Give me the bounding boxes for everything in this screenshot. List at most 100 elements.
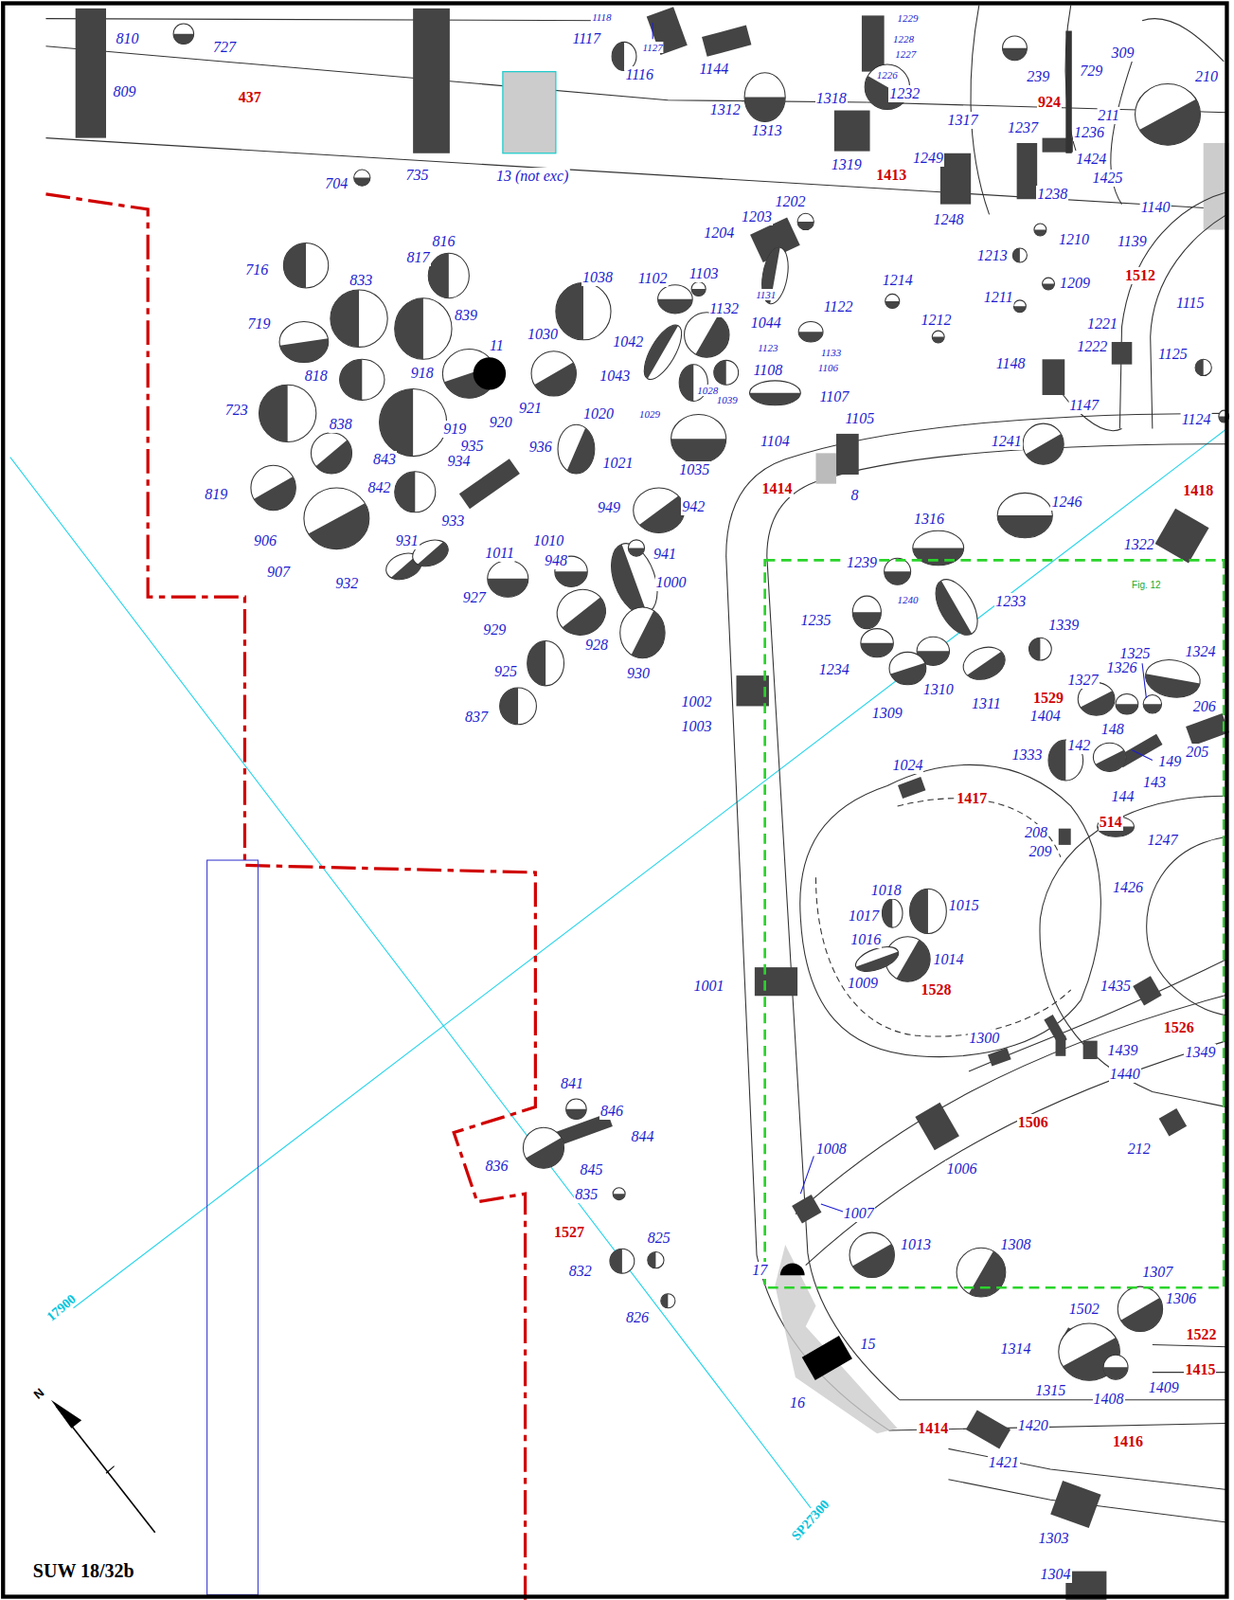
- feature-number: 1310: [922, 680, 955, 698]
- posthole-section: [354, 178, 371, 187]
- posthole: [1103, 1354, 1128, 1379]
- feature-number: 934: [447, 452, 472, 470]
- feature-number: 1104: [759, 432, 791, 450]
- feature-number: 837: [464, 708, 489, 726]
- posthole: [531, 351, 576, 396]
- feature-number: 810: [115, 30, 141, 48]
- posthole-outline: [956, 1247, 1006, 1297]
- posthole: [798, 321, 823, 342]
- feature-number: 1240: [895, 593, 919, 606]
- posthole-outline: [637, 319, 690, 385]
- posthole: [749, 380, 801, 406]
- feature-number: 1000: [655, 573, 688, 591]
- posthole-outline: [500, 687, 537, 725]
- posthole-outline: [997, 492, 1053, 537]
- excavation-limit: [45, 194, 536, 1600]
- posthole: [173, 23, 195, 45]
- feature-number: 1024: [891, 756, 924, 774]
- feature-number: 205: [1184, 743, 1210, 761]
- posthole-outline: [927, 572, 986, 642]
- posthole-section: [1012, 248, 1020, 263]
- feature-number: 1006: [945, 1160, 978, 1178]
- feature-number: 948: [543, 552, 569, 570]
- posthole-outline: [487, 559, 529, 597]
- feature-number: 1221: [1086, 315, 1119, 333]
- feature-number: 818: [304, 367, 329, 385]
- posthole-section: [609, 1248, 623, 1273]
- figure-ref: Fig. 12: [1130, 579, 1163, 591]
- feature-number: 1017: [847, 907, 880, 925]
- feature-number: 1319: [830, 156, 863, 174]
- feature-number: 1349: [1183, 1043, 1217, 1061]
- feature-number: 1420: [1017, 1416, 1050, 1434]
- posthole-section: [647, 1251, 657, 1269]
- postholes: [173, 23, 1230, 1380]
- posthole: [684, 312, 730, 358]
- posthole-outline: [1115, 694, 1139, 716]
- posthole: [956, 1247, 1006, 1297]
- posthole-section: [1029, 637, 1041, 661]
- posthole-section: [525, 1137, 564, 1168]
- posthole-outline: [671, 413, 727, 464]
- group-number: 1506: [1017, 1113, 1050, 1131]
- posthole: [884, 557, 912, 585]
- feature-number: 1203: [740, 208, 773, 226]
- feature-number: 927: [462, 589, 487, 607]
- feature-number: 1222: [1075, 338, 1109, 356]
- feature-number: 1236: [1073, 124, 1106, 142]
- posthole-outline: [1012, 248, 1027, 263]
- feature-number: 1209: [1058, 274, 1091, 292]
- posthole: [881, 898, 903, 928]
- posthole-section: [1013, 305, 1026, 312]
- feature-number: 704: [323, 175, 349, 193]
- posthole-outline: [428, 252, 469, 298]
- posthole-section: [1025, 433, 1064, 465]
- posthole-section: [567, 428, 595, 474]
- posthole: [997, 492, 1053, 537]
- posthole-outline: [1103, 1354, 1128, 1379]
- feature-number: 11: [488, 337, 505, 355]
- feature-number: 1502: [1068, 1300, 1101, 1318]
- posthole-outline: [885, 293, 900, 308]
- posthole-section: [714, 359, 727, 385]
- posthole: [620, 607, 665, 659]
- feature-number: 842: [367, 479, 393, 497]
- feature-number: 1241: [990, 432, 1023, 450]
- posthole: [714, 359, 739, 385]
- posthole-section: [890, 662, 927, 685]
- feature-number: 1108: [751, 361, 784, 379]
- feature-number: 1421: [987, 1453, 1020, 1471]
- feature-number: 1042: [611, 333, 644, 351]
- posthole-outline: [1135, 84, 1201, 146]
- feature-number: 1408: [1092, 1390, 1126, 1408]
- posthole: [889, 651, 927, 684]
- feature-number: 1144: [697, 60, 730, 78]
- grid-label: SP27300: [787, 1495, 834, 1543]
- feature-number: 1043: [598, 367, 631, 385]
- posthole-outline: [849, 1232, 895, 1277]
- posthole: [1042, 277, 1056, 290]
- group-number: 514: [1098, 813, 1124, 831]
- feature-number: 919: [442, 420, 467, 438]
- feature-number: 1132: [708, 300, 740, 318]
- posthole-section: [1115, 703, 1139, 715]
- posthole-outline: [714, 359, 739, 385]
- feature-number: 1106: [817, 361, 840, 374]
- feature-number: 13 (not exc): [495, 167, 570, 185]
- posthole-section: [283, 243, 306, 288]
- feature-number: 727: [212, 38, 237, 56]
- posthole-section: [308, 502, 370, 549]
- posthole: [797, 213, 814, 230]
- feature-number: 929: [482, 621, 507, 639]
- feature-number: 932: [334, 574, 359, 592]
- posthole: [310, 432, 352, 474]
- group-number: 1526: [1162, 1019, 1196, 1037]
- posthole-section: [554, 571, 588, 587]
- posthole: [661, 1293, 676, 1308]
- feature-number: 1124: [1180, 411, 1213, 429]
- feature-number: 1212: [920, 311, 953, 329]
- feature-number: 1015: [947, 896, 981, 914]
- feature-number: 1425: [1090, 169, 1124, 187]
- posthole-section: [259, 384, 288, 442]
